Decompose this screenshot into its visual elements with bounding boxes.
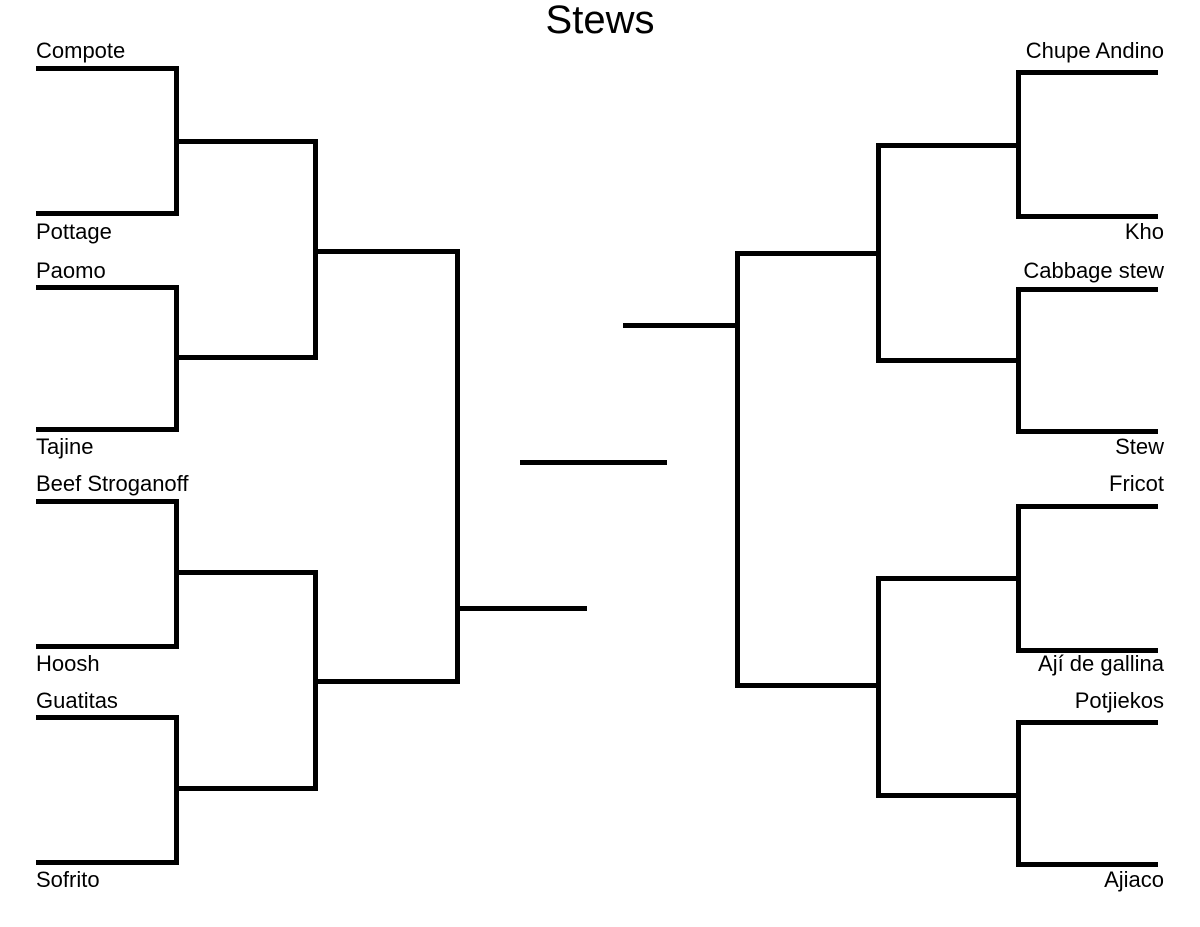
right-r2-winner-line-match3: [878, 576, 1018, 581]
left-r1-seed-line-paomo: [36, 285, 176, 290]
right-semifinal-winner-line: [623, 323, 737, 328]
entrant-label-kho: Kho: [1124, 219, 1164, 244]
left-r1-seed-line-hoosh: [36, 644, 176, 649]
left-r3-connector: [455, 249, 460, 684]
right-r1-seed-line-cabbage: [1018, 287, 1158, 292]
right-r1-seed-line-chupe-andino: [1018, 70, 1158, 75]
left-r2-winner-line-match2: [176, 355, 315, 360]
right-r1-seed-line-fricot: [1018, 504, 1158, 509]
left-r1-seed-line-guatitas: [36, 715, 176, 720]
entrant-label-hoosh: Hoosh: [36, 651, 100, 676]
left-r3-winner-line-bottom: [315, 679, 457, 684]
left-r3-winner-line-top: [315, 249, 457, 254]
right-r1-seed-line-ajiaco: [1018, 862, 1158, 867]
entrant-label-potjiekos: Potjiekos: [1074, 688, 1164, 713]
right-r1-connector-match2: [1016, 287, 1021, 434]
entrant-label-beef-stroganoff: Beef Stroganoff: [36, 471, 189, 496]
entrant-label-tajine: Tajine: [36, 434, 94, 459]
left-r1-seed-line-pottage: [36, 211, 176, 216]
entrant-label-pottage: Pottage: [36, 219, 112, 244]
entrant-label-ajiaco: Ajiaco: [1104, 867, 1164, 892]
right-r2-connector-bottom: [876, 576, 881, 798]
right-r3-winner-line-bottom: [737, 683, 878, 688]
right-r1-seed-line-stew: [1018, 429, 1158, 434]
champion-line: [520, 460, 667, 465]
right-r1-seed-line-kho: [1018, 214, 1158, 219]
left-r2-winner-line-match3: [176, 570, 315, 575]
right-r1-seed-line-potjiekos: [1018, 720, 1158, 725]
right-r1-connector-match4: [1016, 720, 1021, 867]
right-r2-connector-top: [876, 143, 881, 363]
entrant-label-chupe-andino: Chupe Andino: [1025, 38, 1164, 63]
right-r1-connector-match1: [1016, 70, 1021, 219]
right-r3-connector: [735, 251, 740, 688]
entrant-label-compote: Compote: [36, 38, 126, 63]
entrant-label-paomo: Paomo: [36, 258, 106, 283]
left-r1-seed-line-beef: [36, 499, 176, 504]
right-r1-seed-line-aji: [1018, 648, 1158, 653]
left-r1-seed-line-compote: [36, 66, 176, 71]
right-r2-winner-line-match4: [878, 793, 1018, 798]
left-r1-seed-line-tajine: [36, 427, 176, 432]
left-r1-seed-line-sofrito: [36, 860, 176, 865]
entrant-label-stew: Stew: [1115, 434, 1164, 459]
left-r2-winner-line-match1: [176, 139, 315, 144]
right-r2-winner-line-match2: [878, 358, 1018, 363]
right-r1-connector-match3: [1016, 504, 1021, 653]
left-semifinal-winner-line: [457, 606, 587, 611]
entrant-label-sofrito: Sofrito: [36, 867, 100, 892]
bracket-title: Stews: [545, 0, 655, 42]
entrant-label-aji-de-gallina: Ají de gallina: [1038, 651, 1164, 676]
right-r3-winner-line-top: [737, 251, 878, 256]
entrant-label-fricot: Fricot: [1109, 471, 1164, 496]
right-r2-winner-line-match1: [878, 143, 1018, 148]
left-r2-winner-line-match4: [176, 786, 315, 791]
entrant-label-cabbage-stew: Cabbage stew: [1023, 258, 1164, 283]
entrant-label-guatitas: Guatitas: [36, 688, 118, 713]
